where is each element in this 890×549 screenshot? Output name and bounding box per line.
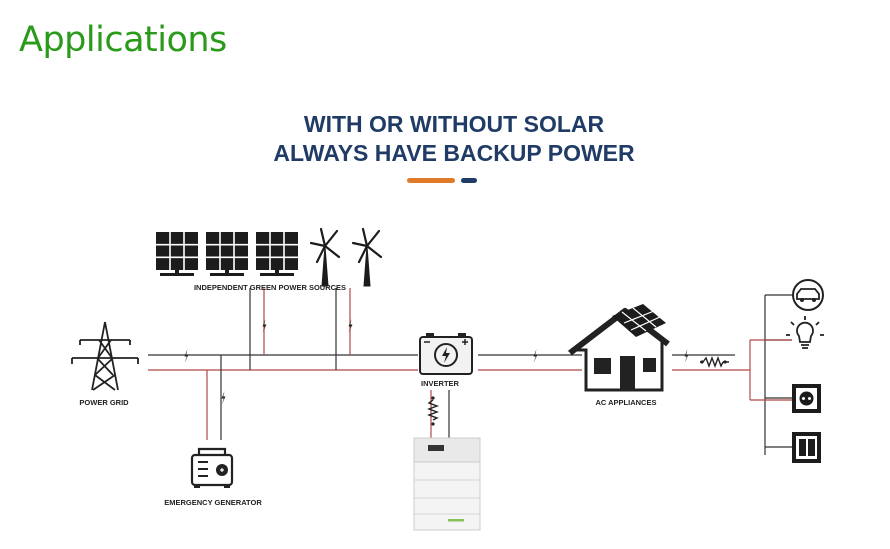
light-bulb-icon	[786, 316, 824, 349]
accent-bar-navy	[461, 178, 477, 183]
car-icon	[792, 279, 824, 311]
solar-panel-icon	[255, 231, 299, 277]
wind-turbine-icon	[309, 227, 341, 288]
resistor-icon	[427, 399, 439, 421]
solar-panel-icon	[155, 231, 199, 277]
power-grid-label: POWER GRID	[79, 398, 129, 407]
inverter-label: INVERTER	[421, 379, 460, 388]
battery-stack-icon	[413, 437, 481, 531]
lightning-icon	[221, 391, 226, 405]
house-solar-icon	[567, 304, 670, 392]
emergency-generator-label: EMERGENCY GENERATOR	[164, 498, 262, 507]
wind-turbine-icon	[351, 227, 383, 288]
lightning-icon	[533, 349, 538, 363]
inverter-icon	[419, 333, 473, 375]
accent-bar-orange	[407, 178, 455, 183]
ac-appliances-label: AC APPLIANCES	[596, 398, 657, 407]
lightning-icon	[184, 349, 189, 363]
lightning-icon	[684, 349, 689, 363]
green-power-sources: INDEPENDENT GREEN POWER SOURCES	[155, 227, 383, 292]
green-sources-label: INDEPENDENT GREEN POWER SOURCES	[194, 283, 346, 292]
diagram-headline: WITH OR WITHOUT SOLAR ALWAYS HAVE BACKUP…	[180, 110, 728, 168]
power-socket-icon	[792, 384, 821, 413]
transmission-tower-icon	[71, 321, 139, 391]
headline-line-2: ALWAYS HAVE BACKUP POWER	[273, 140, 635, 166]
wall-switch-icon	[792, 432, 821, 463]
generator-icon	[190, 447, 234, 488]
headline-line-1: WITH OR WITHOUT SOLAR	[303, 111, 605, 137]
solar-panel-icon	[205, 231, 249, 277]
page-title: Applications	[19, 20, 227, 60]
